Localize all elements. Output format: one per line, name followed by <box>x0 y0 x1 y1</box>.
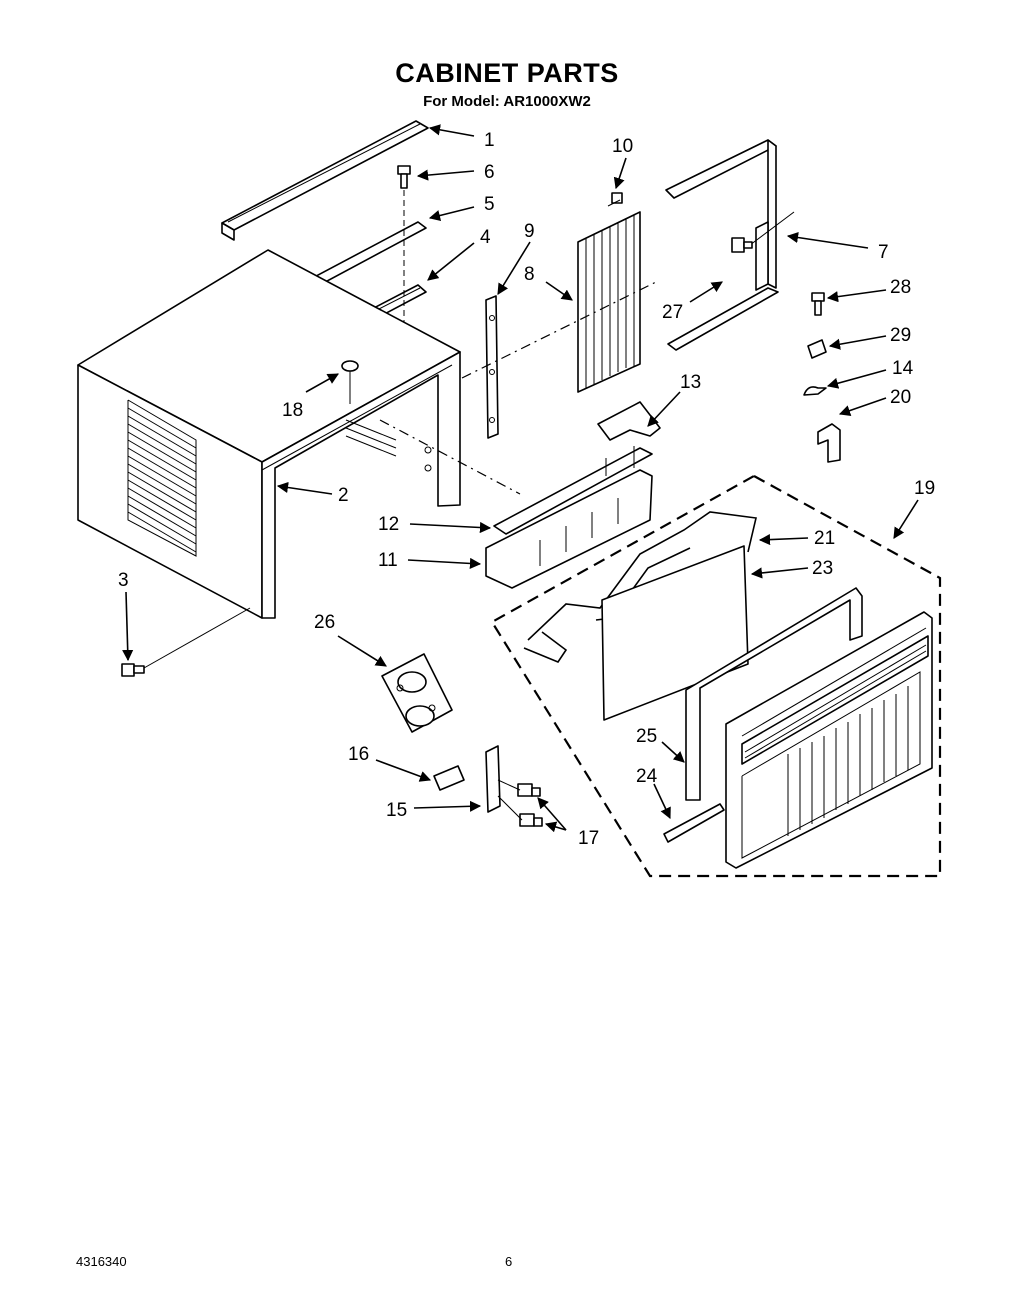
callout-15: 15 <box>386 800 407 821</box>
side-channel-part <box>485 295 499 439</box>
callout-18: 18 <box>282 400 303 421</box>
page-number: 6 <box>505 1254 513 1269</box>
callout-28: 28 <box>890 277 911 298</box>
callout-2: 2 <box>338 485 349 506</box>
callout-16: 16 <box>348 744 369 765</box>
callout-6: 6 <box>484 162 495 183</box>
callout-27: 27 <box>662 302 683 323</box>
callout-26: 26 <box>314 612 335 633</box>
seal-strip-part <box>663 803 725 843</box>
screw-part <box>397 165 411 330</box>
cabinet-screw-part <box>121 607 251 677</box>
callout-4: 4 <box>480 227 491 248</box>
callout-20: 20 <box>890 387 911 408</box>
callout-24: 24 <box>636 766 658 787</box>
callout-25: 25 <box>636 726 657 747</box>
callout-19: 19 <box>914 478 935 499</box>
front-grille-part <box>725 611 933 869</box>
callout-7: 7 <box>878 242 889 263</box>
callout-9: 9 <box>524 221 535 242</box>
exploded-parts-diagram: 1 2 3 4 5 6 7 8 9 10 11 12 13 14 15 16 1… <box>77 120 942 878</box>
base-bracket-part <box>379 401 661 589</box>
top-rail-part <box>221 120 429 241</box>
callout-17: 17 <box>578 828 599 849</box>
model-subtitle: For Model: AR1000XW2 <box>423 93 591 110</box>
callout-11: 11 <box>378 550 398 571</box>
callout-13: 13 <box>680 372 701 393</box>
callout-21: 21 <box>814 528 835 549</box>
filter-part <box>601 545 749 721</box>
cabinet-shell-part <box>77 249 461 619</box>
callout-29: 29 <box>890 325 911 346</box>
small-hardware-parts <box>341 292 841 463</box>
callout-8: 8 <box>524 264 535 285</box>
callout-10: 10 <box>612 136 633 157</box>
control-hardware-parts <box>433 745 543 827</box>
louver-panel-part <box>577 192 641 393</box>
callout-5: 5 <box>484 194 495 215</box>
callout-23: 23 <box>812 558 833 579</box>
callout-labels: 1 2 3 4 5 6 7 8 9 10 11 12 13 14 15 16 1… <box>118 130 935 849</box>
mounting-bracket-part <box>381 653 453 733</box>
side-frame-part <box>665 139 795 351</box>
callout-1: 1 <box>484 130 495 151</box>
document-number: 4316340 <box>76 1254 127 1269</box>
page-title: CABINET PARTS <box>395 58 619 88</box>
front-assembly-outline <box>490 474 942 878</box>
callout-3: 3 <box>118 570 129 591</box>
callout-14: 14 <box>892 358 914 379</box>
leader-lines <box>122 124 919 833</box>
callout-12: 12 <box>378 514 399 535</box>
front-frame-part <box>685 587 863 801</box>
